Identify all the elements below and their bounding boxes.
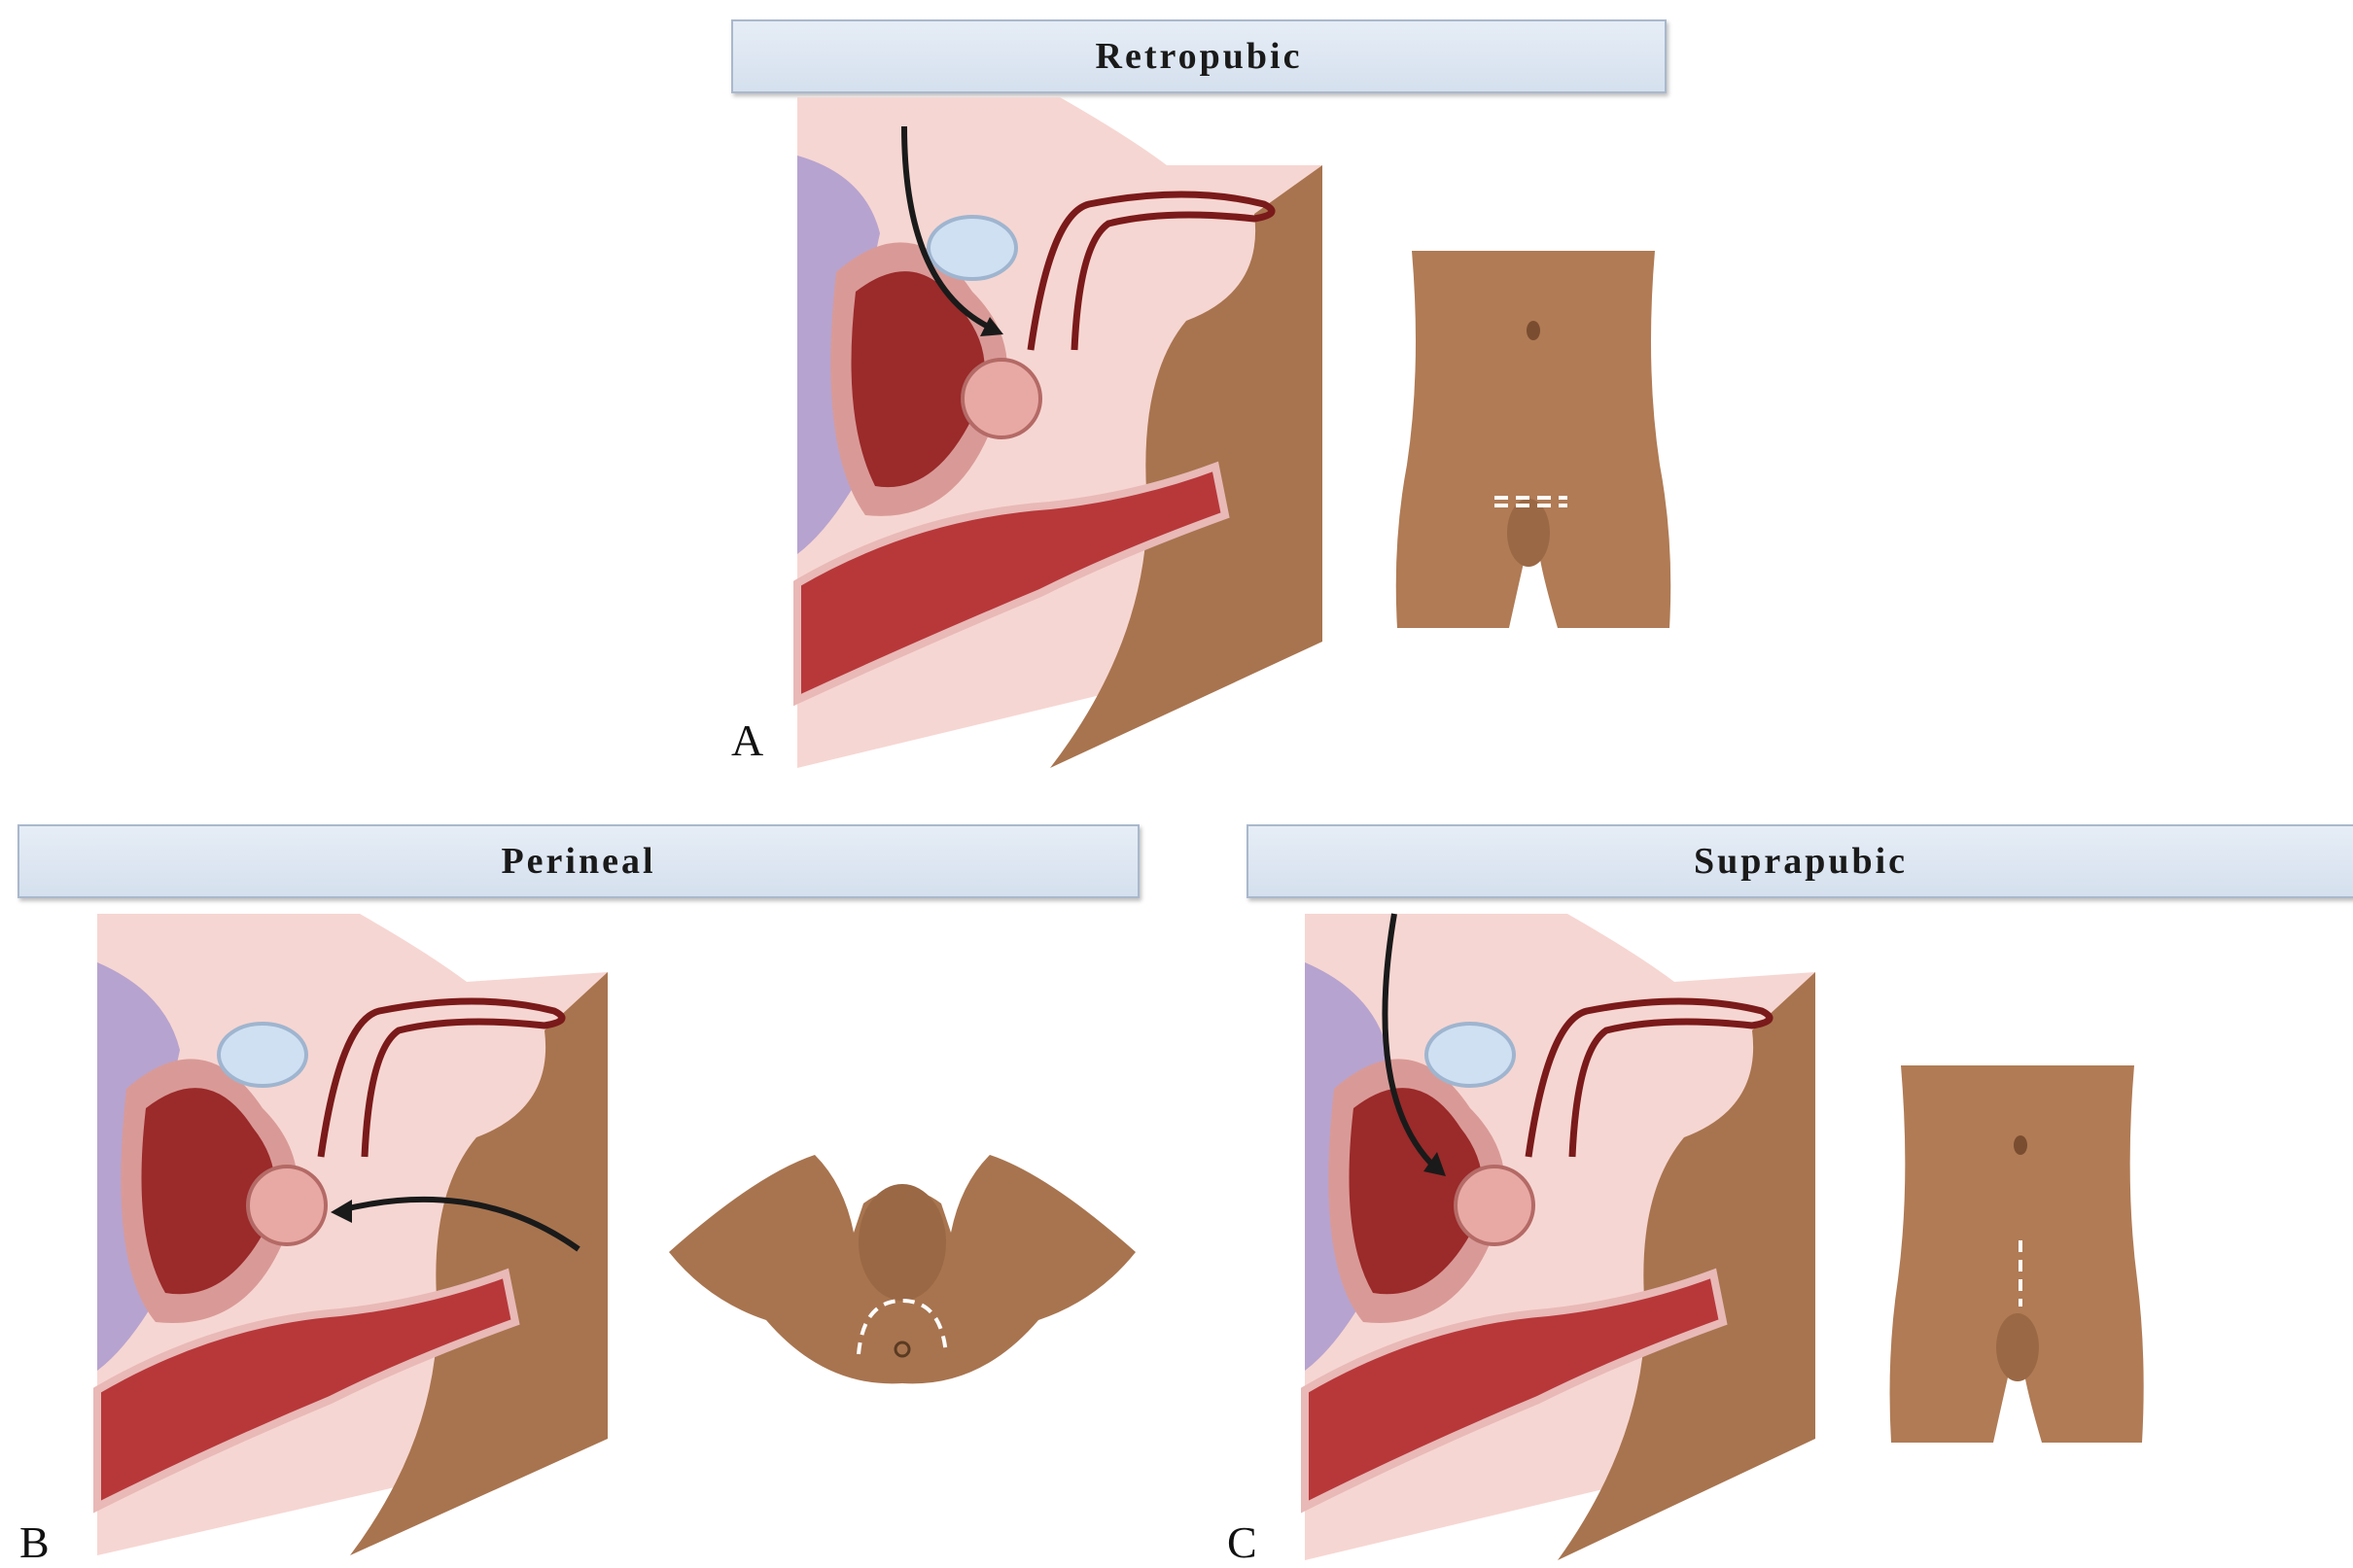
panel-b-letter: B: [19, 1516, 50, 1568]
panel-a-title: Retropubic: [731, 19, 1667, 93]
sagittal-anatomy: [97, 914, 608, 1555]
panel-a-torso-view: [1392, 251, 1674, 628]
panel-c-torso-view: [1886, 1065, 2147, 1443]
sagittal-anatomy: [1305, 914, 1815, 1560]
panel-b-title: Perineal: [18, 824, 1140, 898]
panel-c-letter: C: [1227, 1516, 1257, 1568]
panel-a-sagittal-section: [797, 97, 1342, 768]
panel-b-sagittal-section: [97, 914, 642, 1555]
sagittal-anatomy: [797, 97, 1322, 768]
panel-a-letter: A: [731, 714, 763, 766]
panel-c-sagittal-section: [1305, 914, 1830, 1560]
panel-c-title: Suprapubic: [1247, 824, 2353, 898]
panel-b-perineum-view: [669, 1155, 1136, 1388]
